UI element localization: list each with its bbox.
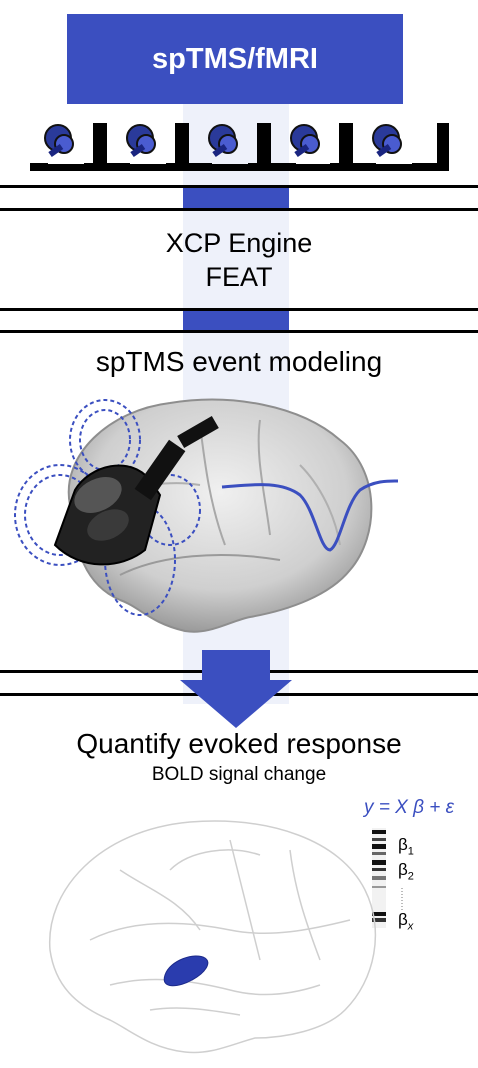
down-arrow-icon <box>180 650 292 728</box>
glass-brain-figure <box>49 820 377 1054</box>
equation-rhs: = X β + ε <box>378 797 454 818</box>
tms-coil-icon <box>208 124 238 158</box>
glm-equation: y = X β + ε <box>364 797 454 819</box>
brain-icon <box>67 398 373 633</box>
title-box: spTMS/fMRI <box>67 14 403 104</box>
quantify-title: Quantify evoked response <box>76 728 402 759</box>
quantify-subtitle: BOLD signal change <box>151 764 327 785</box>
flow-band-segment <box>183 310 289 332</box>
flow-band-segment <box>183 186 289 210</box>
brain-icon <box>49 820 377 1054</box>
equation-lhs: y <box>364 797 374 818</box>
step-name-feat: FEAT <box>205 262 273 292</box>
design-matrix-icon <box>372 828 386 928</box>
modeling-title: spTMS event modeling <box>95 346 383 377</box>
processing-step: XCP Engine FEAT <box>0 226 478 294</box>
hrf-curve-icon <box>221 479 399 552</box>
title-text: spTMS/fMRI <box>152 42 318 75</box>
tms-coil-icon <box>126 124 156 158</box>
tms-coil-icon <box>290 124 320 158</box>
separator-line <box>0 330 478 333</box>
beta-label: β1 <box>398 835 414 858</box>
brain-with-coil-figure <box>14 398 399 633</box>
beta-label: βx <box>398 910 414 933</box>
beta-label: β2 <box>398 860 414 883</box>
step-name-xcp: XCP Engine <box>165 228 313 258</box>
tms-coil-icon <box>372 124 402 158</box>
tms-coil-icon <box>44 124 74 158</box>
ellipsis-dots <box>401 888 403 912</box>
spTMS-timeline <box>30 123 449 171</box>
separator-line <box>0 308 478 311</box>
activation-region <box>163 955 209 987</box>
separator-line <box>0 185 478 188</box>
separator-line <box>0 208 478 211</box>
tms-coil-large-icon <box>53 415 219 566</box>
